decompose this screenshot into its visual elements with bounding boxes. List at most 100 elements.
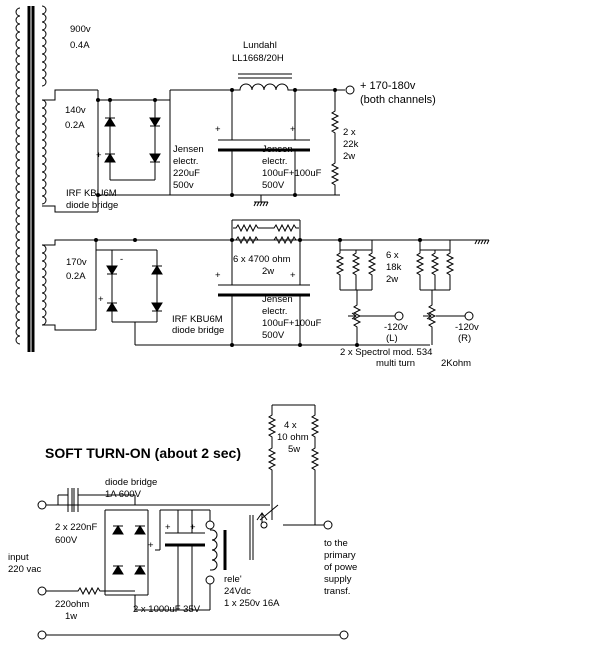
bleeder-label-3: 2w [343, 151, 355, 162]
cap-b-label-1: Jensen [262, 144, 293, 155]
diode-icon [106, 265, 118, 275]
cap-a-label-1: Jensen [173, 144, 204, 155]
output-label-2: primary [324, 550, 356, 561]
potentiometer-icon [348, 301, 361, 331]
power-resistor-label-1: 4 x [284, 420, 297, 431]
cap-b-label-2: electr. [262, 156, 287, 167]
transformer-rating-line1: 900v [70, 24, 91, 35]
cap-b-label-4: 500V [262, 180, 285, 191]
plus-sign: + [215, 124, 221, 135]
divider-label-3: 2w [386, 274, 398, 285]
trimmer-label-3: 2Kohm [441, 358, 471, 369]
bleeder-label-1: 2 x [343, 127, 356, 138]
secondary-140v-current: 0.2A [65, 120, 85, 131]
junction-dot [94, 238, 98, 242]
diode-icon [134, 525, 146, 535]
resistor-icon [268, 411, 276, 441]
junction-dot [333, 88, 337, 92]
junction-dot [153, 98, 157, 102]
soft-start-wiring [42, 404, 340, 636]
junction-dot [108, 98, 112, 102]
terminal-icon [394, 311, 404, 321]
diode-icon [149, 117, 161, 127]
trimmer-label-1: 2 x Spectrol mod. 534 [340, 347, 432, 358]
cap-a-label-2: electr. [173, 156, 198, 167]
transformer-rating-line2: 0.4A [70, 40, 90, 51]
section-2-wiring [42, 219, 480, 346]
junction-dot [355, 343, 359, 347]
ground-icon [253, 201, 269, 207]
dropper-cap-label-1: 2 x 220nF [55, 522, 97, 533]
junction-dot [96, 98, 100, 102]
terminal-icon [339, 630, 349, 640]
power-resistor-label-3: 5w [288, 444, 300, 455]
resistor-icon [74, 587, 104, 595]
divider-label-2: 18k [386, 262, 402, 273]
section-1-wiring [42, 89, 345, 213]
plus-sign: + [290, 124, 296, 135]
input-label-2: 220 vac [8, 564, 42, 575]
cap-a-label-3: 220uF [173, 168, 200, 179]
diode-icon [134, 565, 146, 575]
tap-left-channel: (L) [386, 333, 398, 344]
terminal-icon [37, 630, 47, 640]
output-voltage-label: + 170-180v [360, 80, 416, 92]
resistor-icon [416, 249, 454, 290]
junction-dot [133, 238, 137, 242]
series-resistor-label: 6 x 4700 ohm [233, 254, 291, 265]
relay-label-1: rele' [224, 574, 242, 585]
capacitor-icon [218, 284, 310, 297]
filter-cap-label: 2 x 1000uF 35V [133, 604, 201, 615]
terminal-icon [37, 500, 47, 510]
output-label-1: to the [324, 538, 348, 549]
resistor-icon [311, 444, 319, 474]
series-resistor-watts: 2w [262, 266, 274, 277]
potentiometer-icon [423, 301, 436, 331]
diode-icon [112, 525, 124, 535]
diode-icon [151, 302, 163, 312]
bridge-1-label-2: diode bridge [66, 200, 118, 211]
output-label-5: transf. [324, 586, 350, 597]
relay-label-2: 24Vdc [224, 586, 251, 597]
junction-dot [96, 193, 100, 197]
diode-icon [149, 153, 161, 163]
junction-dot [293, 193, 297, 197]
output-label-4: supply [324, 574, 352, 585]
plus-sign: + [215, 270, 221, 281]
diode-icon [106, 302, 118, 312]
resistor-icon [268, 444, 276, 474]
secondary-140v-winding [41, 99, 47, 205]
tap-right-channel: (R) [458, 333, 471, 344]
junction-dot [338, 238, 342, 242]
hv-secondary-winding [41, 5, 47, 87]
plus-sign: + [290, 270, 296, 281]
relay-coil-icon [210, 529, 227, 571]
secondary-170v-winding [41, 244, 47, 326]
ground-icon [474, 239, 490, 245]
secondary-140v-label: 140v [65, 105, 86, 116]
cap-2-label-3: 100uF+100uF [262, 318, 322, 329]
junction-dot [230, 238, 234, 242]
choke-label-line1: Lundahl [243, 40, 277, 51]
cap-b-label-3: 100uF+100uF [262, 168, 322, 179]
resistor-icon [331, 159, 339, 189]
input-label-1: input [8, 552, 29, 563]
dropper-cap-label-2: 600V [55, 535, 78, 546]
cap-2-label-1: Jensen [262, 294, 293, 305]
output-voltage-sub: (both channels) [360, 94, 436, 106]
diode-icon [112, 565, 124, 575]
series-resistor-label-2: 1w [65, 611, 77, 622]
choke-label-line2: LL1668/20H [232, 53, 284, 64]
plus-sign: + [165, 522, 171, 533]
minus-sign: - [120, 254, 123, 265]
terminal-icon [37, 586, 47, 596]
relay-switch-icon [249, 504, 279, 560]
output-label-3: of powe [324, 562, 357, 573]
soft-start-title: SOFT TURN-ON (about 2 sec) [45, 445, 241, 461]
cap-a-label-4: 500v [173, 180, 194, 191]
bridge-1-label-1: IRF KBU6M [66, 188, 117, 199]
diode-icon [151, 265, 163, 275]
bridge-2-label-2: diode bridge [172, 325, 224, 336]
junction-dot [418, 238, 422, 242]
